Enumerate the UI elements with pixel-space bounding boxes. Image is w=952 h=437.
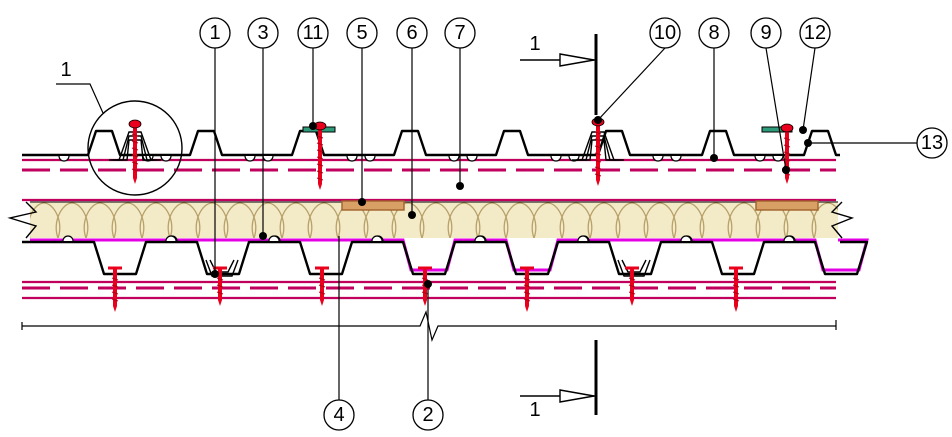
callout-6: 6 bbox=[396, 17, 428, 49]
svg-text:12: 12 bbox=[804, 22, 826, 44]
callout-2: 2 bbox=[412, 399, 444, 431]
svg-text:5: 5 bbox=[356, 22, 367, 44]
svg-text:1: 1 bbox=[209, 22, 220, 44]
callout-11: 11 bbox=[297, 17, 329, 49]
section-bottom-label: 1 bbox=[529, 399, 540, 421]
callout-dots bbox=[211, 116, 812, 288]
callout-5: 5 bbox=[346, 17, 378, 49]
break-line-right bbox=[830, 201, 855, 239]
section-marker-bottom bbox=[520, 340, 598, 415]
profile-stiffeners bbox=[58, 155, 796, 242]
section-marker-top bbox=[520, 34, 598, 115]
lower-profiled-sheet bbox=[22, 240, 869, 276]
callout-13: 13 bbox=[916, 127, 948, 159]
svg-text:4: 4 bbox=[333, 404, 344, 426]
callout-leaders bbox=[214, 47, 917, 400]
callout-4: 4 bbox=[323, 399, 355, 431]
svg-text:2: 2 bbox=[422, 404, 433, 426]
callout-9: 9 bbox=[750, 17, 782, 49]
insulation-layer bbox=[30, 202, 838, 238]
detail-leader bbox=[56, 83, 104, 114]
callout-8: 8 bbox=[698, 17, 730, 49]
callout-10: 10 bbox=[649, 17, 681, 49]
callout-12: 12 bbox=[799, 17, 831, 49]
upper-profiled-sheet bbox=[22, 129, 840, 157]
vapour-membrane bbox=[30, 238, 869, 272]
timber-block-right bbox=[755, 200, 819, 211]
detail-label: 1 bbox=[60, 59, 71, 81]
section-top-label: 1 bbox=[529, 33, 540, 55]
callout-3: 3 bbox=[247, 17, 279, 49]
break-line-left bbox=[7, 201, 38, 239]
svg-text:6: 6 bbox=[406, 22, 417, 44]
svg-text:9: 9 bbox=[760, 22, 771, 44]
detail-circle bbox=[87, 100, 183, 196]
callout-7: 7 bbox=[444, 17, 476, 49]
svg-text:13: 13 bbox=[921, 132, 943, 154]
svg-text:7: 7 bbox=[454, 22, 465, 44]
svg-text:11: 11 bbox=[303, 22, 324, 44]
timber-block-left bbox=[341, 200, 405, 211]
callout-1: 1 bbox=[199, 17, 231, 49]
svg-text:8: 8 bbox=[708, 22, 719, 44]
dimension-line bbox=[21, 310, 837, 342]
svg-text:3: 3 bbox=[257, 22, 268, 44]
svg-text:10: 10 bbox=[654, 22, 676, 44]
